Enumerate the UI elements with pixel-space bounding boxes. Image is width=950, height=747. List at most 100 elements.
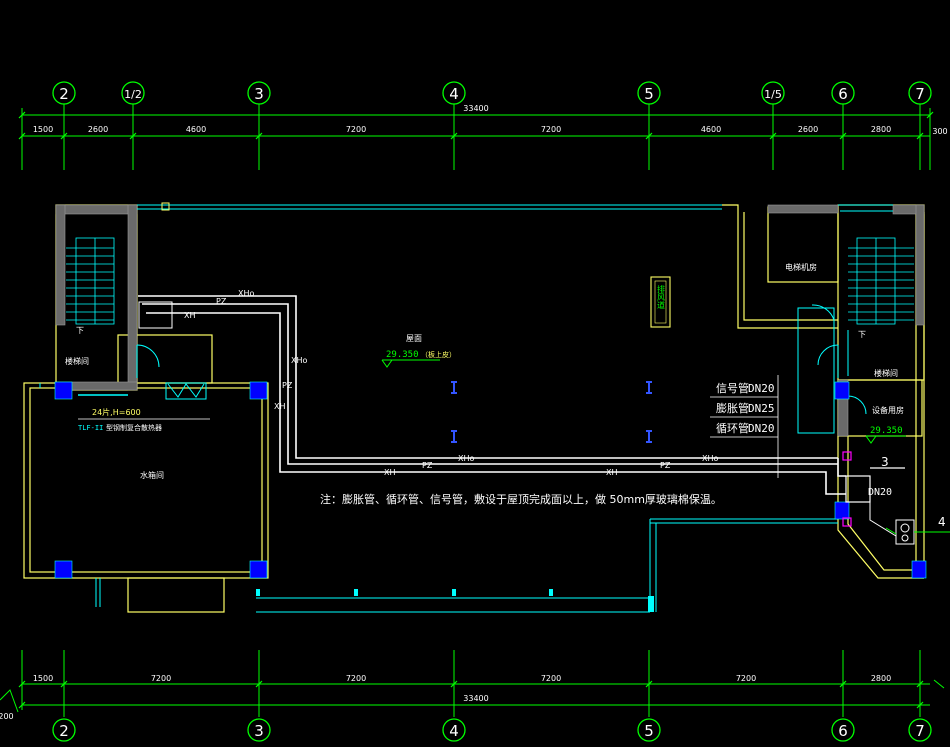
bottom-dim-seg: 1500 [33,674,53,683]
top-dim-seg: 2600 [88,125,108,134]
top-dim-seg: 2800 [871,125,891,134]
axis-label-5: 5 [644,722,654,740]
room-label-stair-right: 楼梯间 [874,368,898,378]
axis-bubble-7 [908,718,932,742]
legend-signal-size: DN20 [748,382,775,395]
column [249,381,268,400]
column [54,381,73,400]
axis-label-7: 7 [915,722,925,740]
pipe-tag-xh: XH [274,402,286,411]
pipe-tag-pz: PZ [216,297,227,306]
pipe-tag-xho: XHo [458,454,474,463]
pipe-tag-xh: XH [606,468,618,477]
axis-label-1-5: 1/5 [764,88,782,101]
magenta-valves [842,451,852,527]
axis-label-4: 4 [449,722,459,740]
top-dim-seg: 4600 [701,125,721,134]
installation-note: 注：膨胀管、循环管、信号管，敷设于屋顶完成面以上，做 50mm厚玻璃棉保温。 [320,492,722,506]
expansion-tank-symbol [869,502,915,545]
top-dim-seg: 7200 [541,125,561,134]
column [834,501,850,520]
pipe-tag-xho: XHo [291,356,307,365]
pipe-tag-xh: XH [184,311,196,320]
bottom-dimension-lines [21,650,930,717]
column [911,560,927,579]
gutter-marks [256,589,654,612]
exhaust-shaft: 排风道 [650,276,671,328]
hatched-walls [55,204,925,437]
right-callouts: 3 DN20 4 [868,455,950,533]
legend-signal-name: 信号管 [716,381,749,395]
top-dim-seg: 1500 [33,125,53,134]
radiator-qty: 24片,H=600 [92,407,141,417]
axis-bubble-4 [442,718,466,742]
column [249,560,268,579]
legend-circulation-name: 循环管 [716,421,749,435]
room-label-elevator-machine: 电梯机房 [785,262,817,272]
top-dimension-lines [21,104,931,170]
pipe-tag-pz: PZ [282,381,293,390]
radiator-type: 型钢制复合散热器 [106,423,162,432]
top-dim-ticks [18,111,934,140]
bottom-axis-bubbles [52,718,932,742]
axis-label-5: 5 [644,85,654,103]
callout-4: 4 [938,515,946,529]
callout-dn20: DN20 [868,487,892,498]
roof-elevation-value: 29.350 [386,350,419,360]
pipes [138,295,846,495]
legend-expansion-size: DN25 [748,402,775,415]
columns [54,381,927,579]
right-stair-outline [837,204,925,381]
bottom-dim-ticks [18,680,924,709]
pipe-tag-xh: XH [384,468,396,477]
bottom-dim-seg: 7200 [346,674,366,683]
radiator-callout: 24片,H=600 TLF-II 型钢制复合散热器 [78,394,210,432]
pipe-tag-pz: PZ [422,461,433,470]
roof-elevation-note: （板上皮） [421,350,456,359]
axis-label-4: 4 [449,85,459,103]
top-axis-bubbles [52,81,932,105]
axis-bubble-2 [52,718,76,742]
callout-3: 3 [881,455,889,469]
axis-label-1-2: 1/2 [124,88,142,101]
axis-bubble-6 [831,718,855,742]
pipe-tag-xho: XHo [702,454,718,463]
bottom-total-dim: 33400 [463,694,488,703]
top-total-dim: 33400 [463,104,488,113]
room-label-equipment: 设备用房 [872,405,904,415]
bottom-dim-seg: 7200 [541,674,561,683]
stair-down-right: 下 [858,330,866,339]
bottom-dim-seg: 2800 [871,674,891,683]
axis-label-3: 3 [254,722,264,740]
radiator-code: TLF-II [78,424,103,432]
axis-label-3: 3 [254,85,264,103]
room-label-stair-left: 楼梯间 [65,356,89,366]
exhaust-label: 排风道 [657,284,666,310]
bottom-left-edge-dim: 200 [0,712,14,721]
top-dim-seg: 4600 [186,125,206,134]
axis-label-7: 7 [915,85,925,103]
left-stair-treads [66,237,115,325]
pipe-legend: 信号管 DN20 膨胀管 DN25 循环管 DN20 [710,375,779,478]
axis-label-6: 6 [838,85,848,103]
pipe-tag-xho: XHo [238,289,254,298]
legend-circulation-size: DN20 [748,422,775,435]
right-stair-treads [848,237,914,325]
axis-bubble-3 [247,718,271,742]
axis-bubble-5 [637,718,661,742]
room-label-water-tank: 水箱间 [140,470,164,480]
corner-marks [0,679,945,713]
water-tank-outline [23,382,269,579]
stair-down-left: 下 [76,326,84,335]
radiator-inlet [138,301,173,329]
axis-label-2: 2 [59,85,69,103]
bottom-dim-seg: 7200 [151,674,171,683]
room-label-roof: 屋面 [406,334,422,343]
equipment-elevation: 29.350 [865,426,906,444]
column [834,381,850,400]
top-dim-seg: 2600 [798,125,818,134]
pipe-tag-pz: PZ [660,461,671,470]
axis-label-2: 2 [59,722,69,740]
roof-edges [39,202,893,613]
